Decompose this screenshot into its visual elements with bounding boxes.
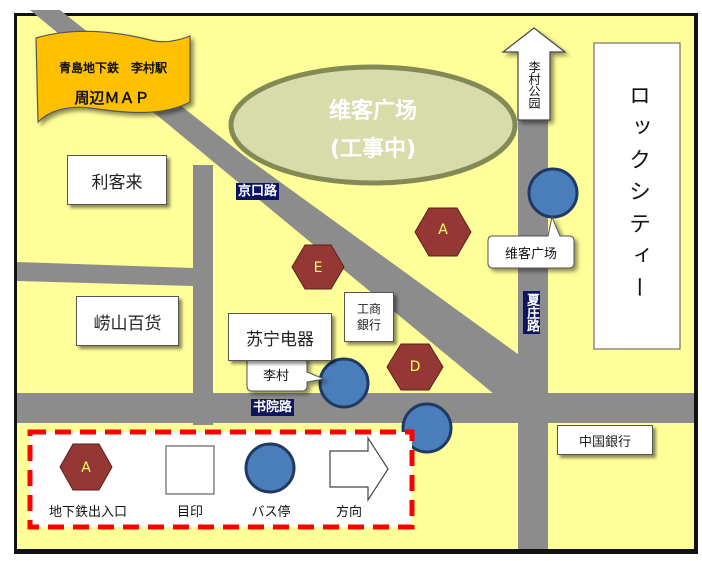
landmark-icbc: 工商 銀行: [344, 292, 394, 342]
callout-weike-bubble: [487, 215, 575, 269]
subway-exit-e-label: E: [313, 260, 323, 276]
bus-stop-weike[interactable]: [527, 167, 579, 219]
subway-exit-a-hex[interactable]: [414, 207, 472, 257]
callout-weike-text: 维客广场: [504, 246, 557, 262]
park-direction-label: 李村公园: [527, 61, 541, 109]
legend-mark-square: [165, 445, 215, 495]
callout-licun-text: 李村: [262, 368, 289, 384]
station-banner-flag: [35, 30, 191, 124]
legend-exit-hex: [59, 443, 113, 491]
road-label-shuyuan: 书院路: [251, 399, 295, 416]
banner-title-line2: 周辺ＭＡＰ: [74, 88, 150, 107]
bus-stop-licun[interactable]: [318, 357, 370, 409]
landmark-suning: 苏宁电器: [228, 313, 332, 361]
park-direction-arrow: [501, 27, 567, 121]
bus-stop-shuyuan[interactable]: [401, 402, 453, 454]
road-west-horizontal: [17, 262, 193, 286]
road-label-xiazhuang: 夏庄路: [523, 291, 540, 334]
subway-exit-a-label: A: [438, 222, 448, 238]
legend-exit-symbol: A: [81, 460, 91, 476]
legend-direction-label: 方向: [335, 504, 362, 520]
subway-exit-d-label: D: [409, 359, 421, 375]
road-jingkou-upper: [150, 108, 540, 400]
road-west-vertical: [193, 165, 213, 425]
landmark-laoshan-department-store: 崂山百货: [76, 296, 179, 346]
legend-mark-label: 目印: [176, 504, 203, 520]
rock-city-box: [593, 42, 681, 350]
legend-bus-circle: [244, 442, 296, 494]
subway-exit-d-hex[interactable]: [386, 343, 444, 391]
legend-exit-label: 地下鉄出入口: [48, 504, 127, 520]
plaza-name: 维客广场: [328, 99, 417, 124]
plaza-status: (工事中): [329, 137, 417, 162]
banner-title-line1: 青島地下鉄 李村駅: [58, 60, 167, 75]
weike-plaza-ellipse: [228, 64, 518, 186]
landmark-likelai: 利客来: [67, 155, 167, 205]
legend-bus-label: バス停: [251, 504, 291, 520]
landmark-bank-of-china: 中国銀行: [557, 425, 653, 455]
subway-exit-e-hex[interactable]: [291, 244, 345, 290]
legend-direction-arrow: [329, 435, 389, 503]
road-label-jingkou: 京口路: [236, 183, 280, 200]
landmark-rock-city: ロックシティー: [625, 84, 650, 308]
